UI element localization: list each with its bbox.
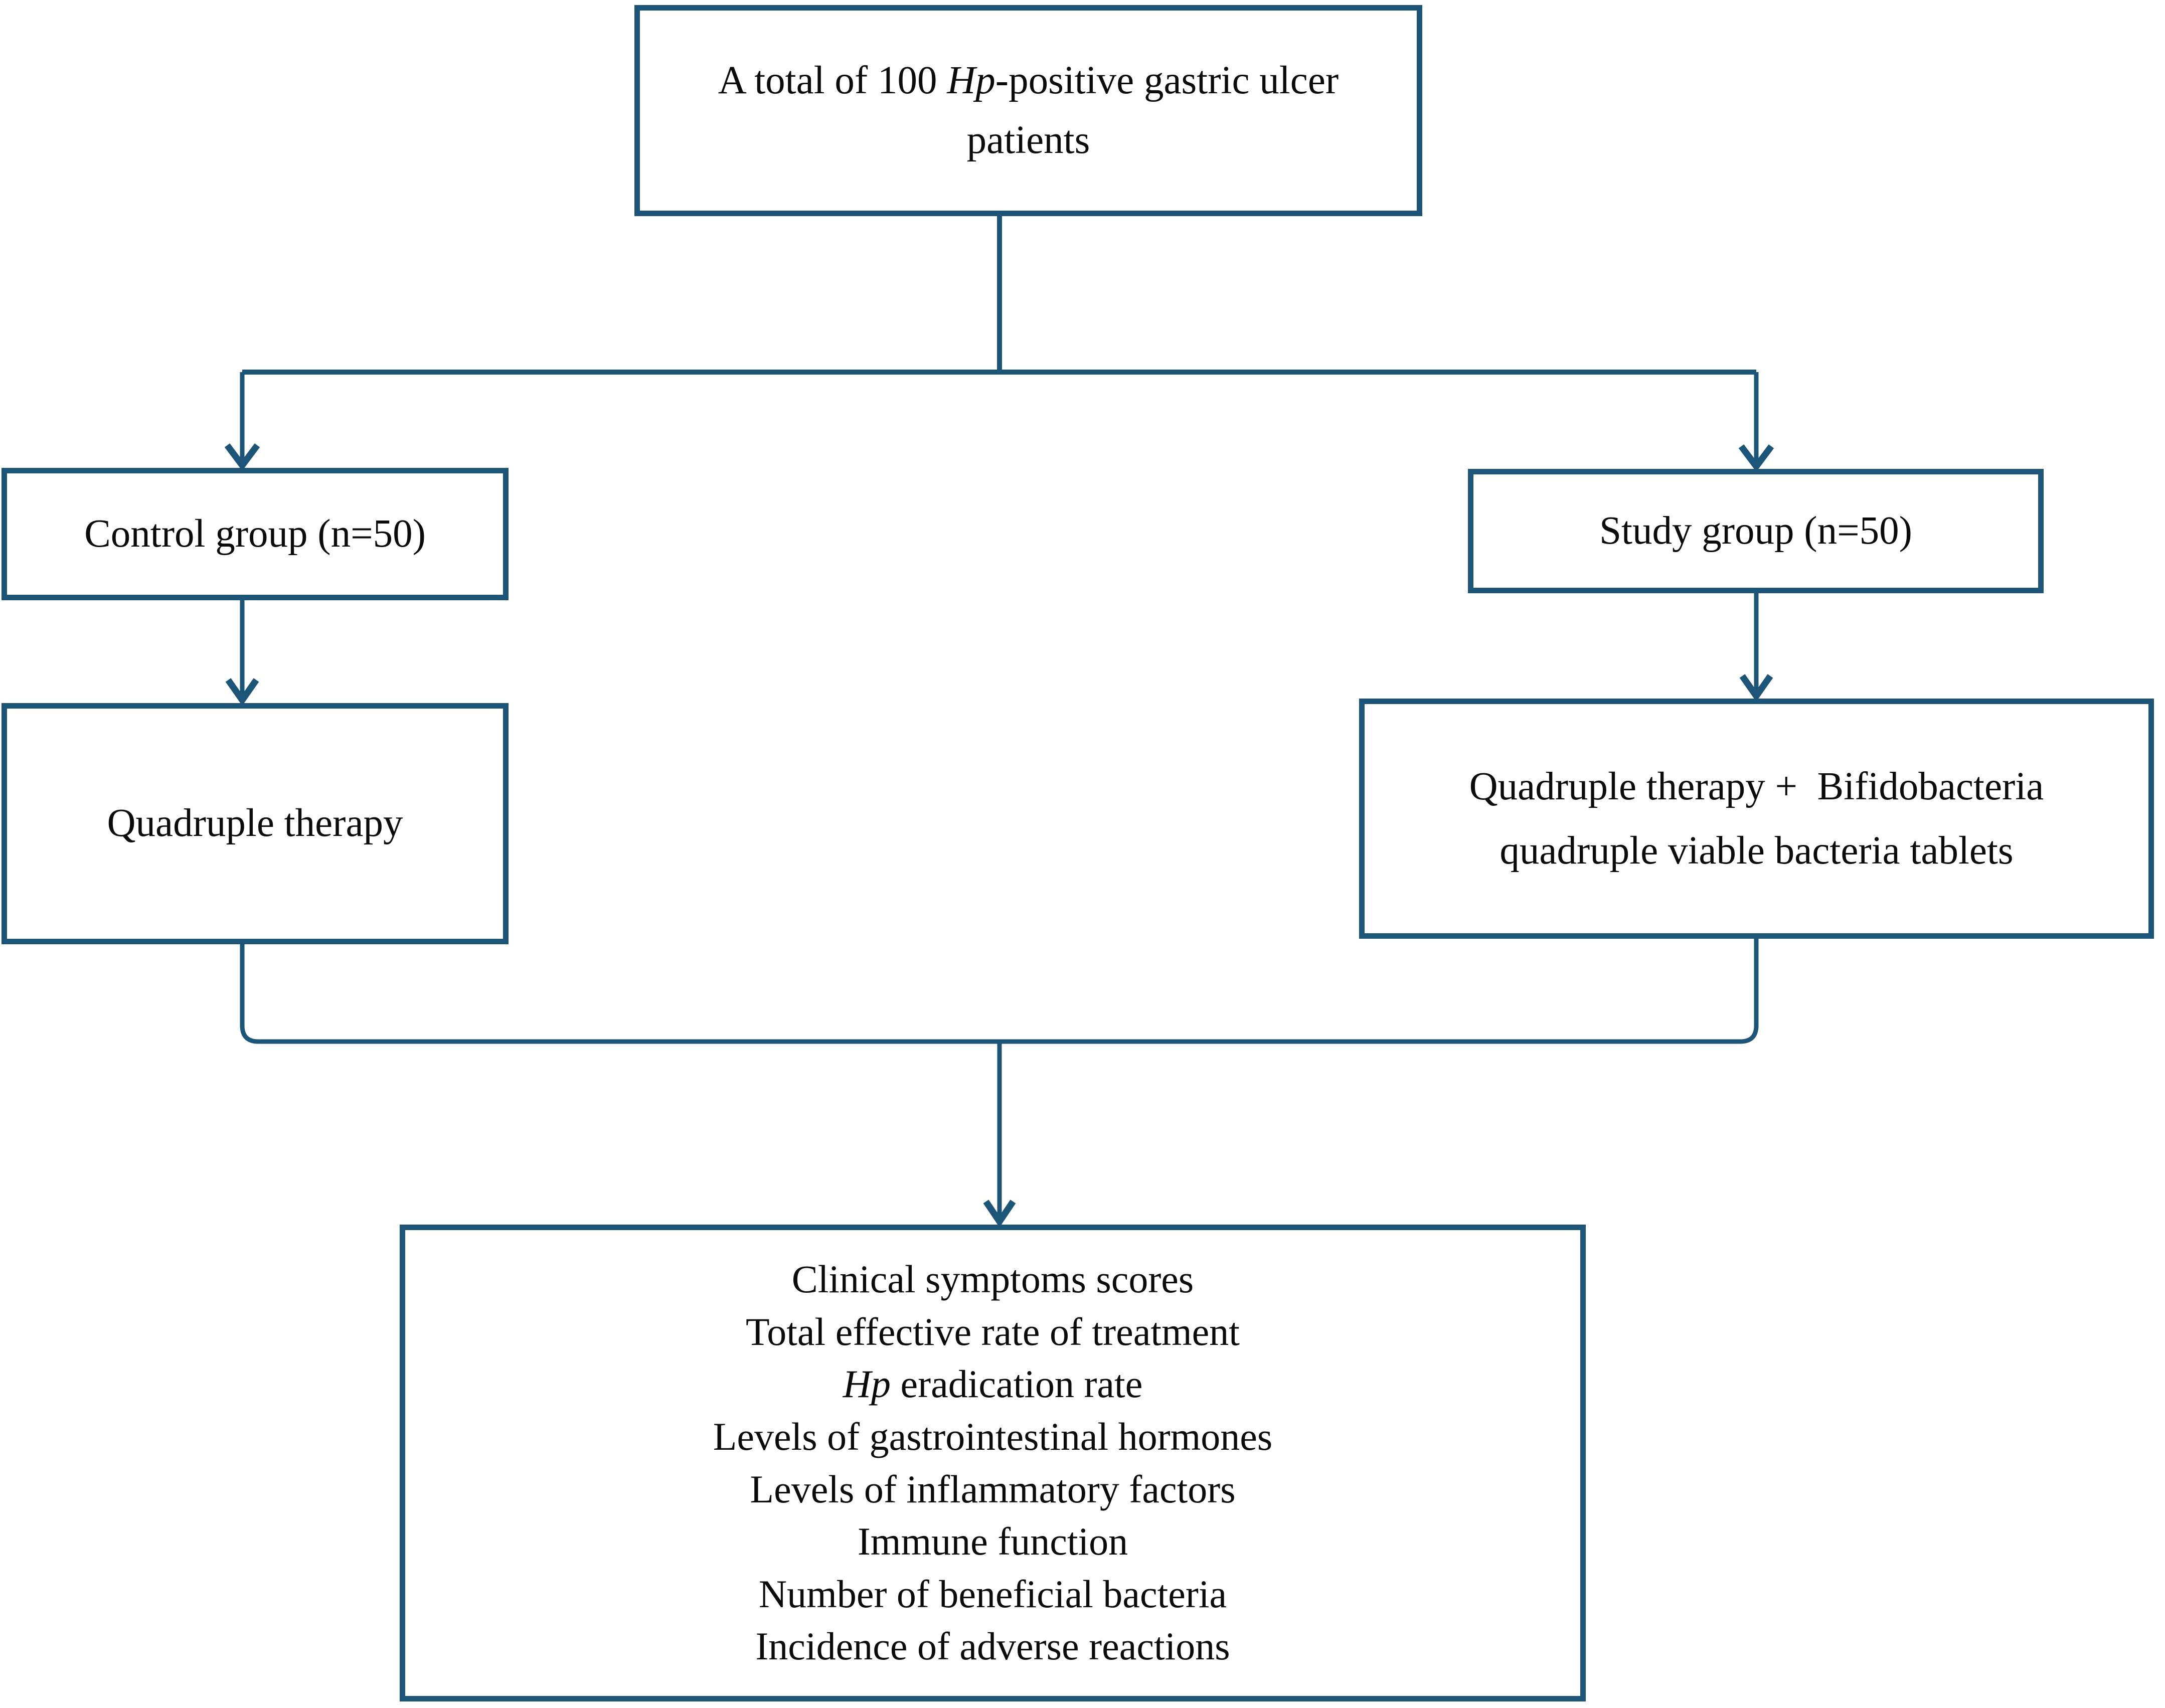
outcome-gastrointestinal-hormones: Levels of gastrointestinal hormones <box>713 1414 1273 1458</box>
node-total-line1-suffix: -positive gastric ulcer <box>995 59 1339 102</box>
outcome-immune-function: Immune function <box>857 1519 1128 1564</box>
node-combo-line2: quadruple viable bacteria tablets <box>1500 828 2014 873</box>
arrowhead-study <box>1738 444 1774 472</box>
outcome-beneficial-bacteria: Number of beneficial bacteria <box>758 1572 1227 1616</box>
outcome-hp-eradication-text: eradication rate <box>890 1362 1143 1406</box>
node-control-label: Control group (n=50) <box>84 511 426 556</box>
arrowhead-combo <box>1739 674 1773 702</box>
node-combo-line1: Quadruple therapy + Bifidobacteria <box>1469 764 2044 808</box>
node-total-line2: patients <box>966 118 1090 162</box>
node-total-line1-prefix: A total of 100 <box>718 59 947 102</box>
node-quadruple-therapy: Quadruple therapy <box>2 703 509 944</box>
arrowhead-outcomes <box>983 1200 1016 1228</box>
outcome-clinical-symptoms: Clinical symptoms scores <box>791 1257 1194 1301</box>
node-total-patients: A total of 100 Hp-positive gastric ulcer… <box>634 5 1422 216</box>
node-total-line1: A total of 100 Hp-positive gastric ulcer <box>718 51 1339 111</box>
outcome-hp-eradication: Hp eradication rate <box>843 1358 1143 1411</box>
outcome-adverse-reactions: Incidence of adverse reactions <box>755 1624 1230 1668</box>
hp-italic-abbrev: Hp <box>947 59 995 102</box>
node-quadruple-label: Quadruple therapy <box>107 801 403 845</box>
outcome-total-effective-rate: Total effective rate of treatment <box>746 1309 1240 1353</box>
node-control-group: Control group (n=50) <box>2 468 509 600</box>
node-outcomes: Clinical symptoms scores Total effective… <box>400 1225 1586 1701</box>
outcome-inflammatory-factors: Levels of inflammatory factors <box>750 1467 1236 1511</box>
node-study-group: Study group (n=50) <box>1468 469 2044 593</box>
connector-merge-elbow <box>240 939 1759 1044</box>
arrowhead-control <box>224 443 260 471</box>
hp-italic-abbrev: Hp <box>843 1362 891 1406</box>
node-combo-therapy: Quadruple therapy + Bifidobacteria quadr… <box>1359 699 2154 939</box>
node-study-label: Study group (n=50) <box>1599 508 1912 553</box>
arrowhead-quadruple <box>225 678 259 706</box>
